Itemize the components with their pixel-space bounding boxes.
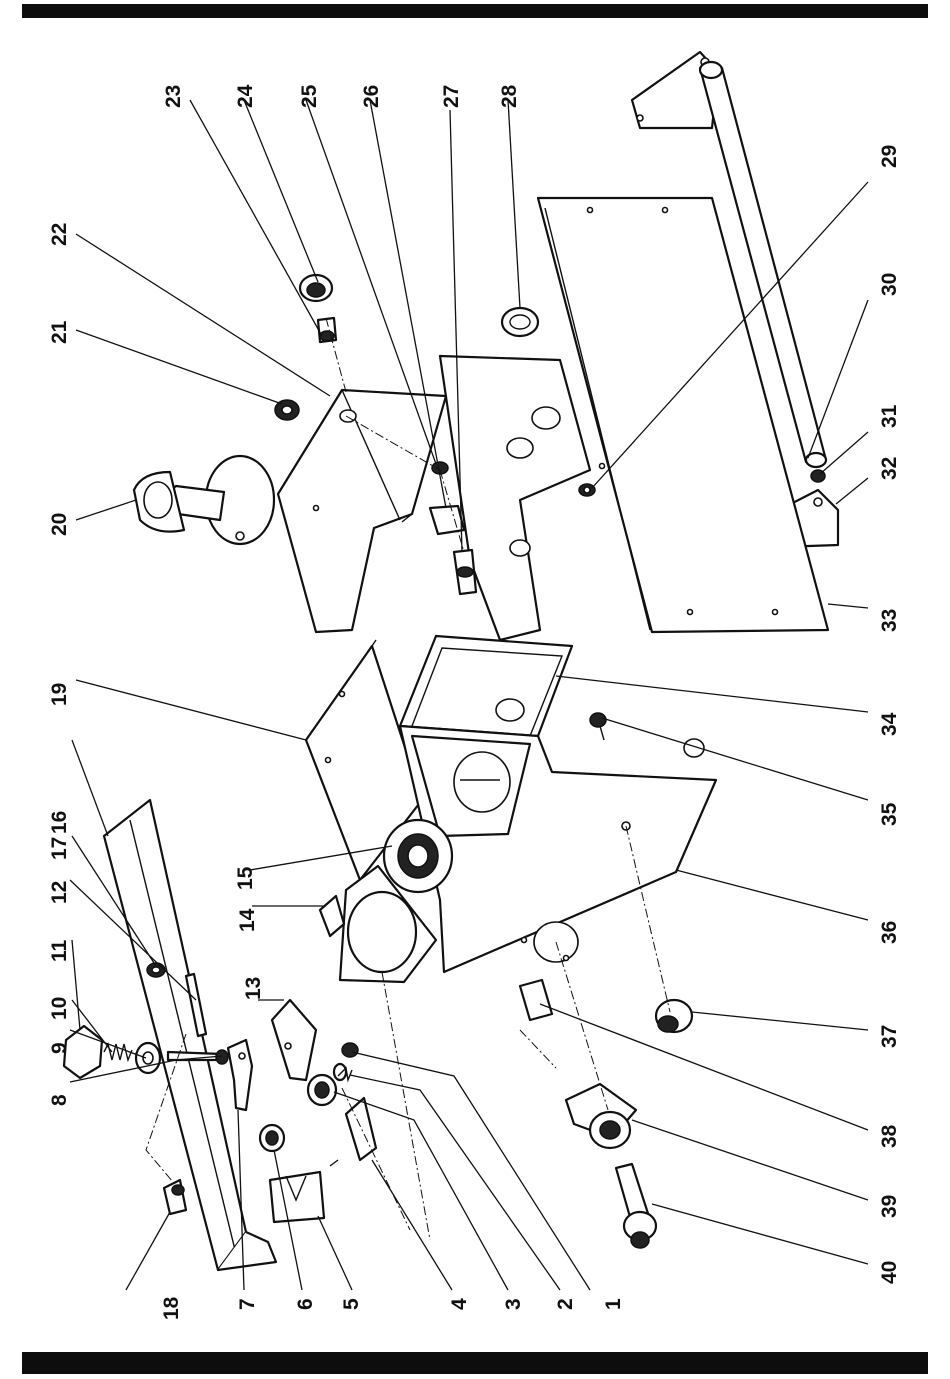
callout-29: 29	[878, 145, 901, 168]
callout-32: 32	[878, 457, 901, 480]
washer-1	[342, 1043, 358, 1057]
callout-16: 16	[48, 811, 71, 834]
callout-1: 1	[602, 1298, 625, 1310]
callout-34: 34	[878, 712, 901, 736]
callout-24: 24	[234, 84, 257, 108]
screw-35	[590, 713, 606, 740]
callout-12: 12	[48, 881, 71, 904]
callout-17: 17	[48, 837, 71, 860]
callout-15: 15	[234, 866, 257, 890]
lamp-housing-20	[134, 456, 274, 544]
callout-40: 40	[878, 1261, 901, 1284]
hinge-38	[520, 980, 552, 1020]
roller-6	[260, 1125, 284, 1151]
callout-22: 22	[48, 223, 71, 246]
clip-18	[164, 1180, 186, 1214]
bracket-5	[270, 1172, 324, 1222]
socket-39	[566, 1084, 636, 1148]
callout-10: 10	[48, 997, 71, 1020]
callout-8: 8	[48, 1094, 71, 1106]
rear-chassis-plate	[440, 356, 590, 640]
callout-13: 13	[242, 977, 265, 1000]
callout-28: 28	[498, 84, 521, 108]
callout-20: 20	[48, 513, 71, 536]
callout-37: 37	[878, 1025, 901, 1048]
callout-38: 38	[878, 1124, 901, 1148]
callout-7: 7	[236, 1298, 259, 1310]
fastener-29	[579, 484, 595, 496]
callout-9: 9	[48, 1042, 71, 1054]
callout-35: 35	[878, 802, 901, 826]
washer-9	[136, 1043, 160, 1073]
callout-3: 3	[502, 1298, 525, 1310]
cap-24	[300, 275, 332, 301]
callout-25: 25	[298, 84, 321, 108]
cover-box-22	[278, 390, 446, 632]
callout-4: 4	[448, 1298, 471, 1310]
callout-36: 36	[878, 921, 901, 944]
callout-23: 23	[162, 85, 185, 108]
lens-ring-15	[384, 820, 452, 892]
base-plate-33	[538, 198, 828, 632]
cap-37	[656, 1000, 692, 1032]
callout-27: 27	[440, 85, 463, 108]
callout-5: 5	[340, 1298, 363, 1310]
plug-40	[616, 1164, 656, 1248]
callout-2: 2	[554, 1298, 577, 1310]
grommet-28	[502, 308, 538, 336]
connector-27	[454, 550, 476, 594]
callout-30: 30	[878, 273, 901, 296]
callout-11: 11	[48, 939, 71, 962]
lever-7	[228, 1040, 252, 1110]
housing-frame-34	[400, 636, 572, 736]
callout-31: 31	[878, 404, 901, 428]
callout-14: 14	[236, 908, 259, 932]
callout-39: 39	[878, 1195, 901, 1218]
callout-19: 19	[48, 683, 71, 706]
switch-26	[430, 506, 464, 534]
callout-18: 18	[160, 1296, 183, 1320]
callout-33: 33	[878, 609, 901, 632]
nut-25	[432, 462, 448, 474]
standoff-4	[330, 1098, 376, 1166]
callout-26: 26	[360, 85, 383, 108]
catch-13	[272, 1000, 316, 1080]
callout-21: 21	[48, 320, 71, 344]
bearing-assembly-3	[308, 1064, 346, 1105]
callout-6: 6	[294, 1298, 317, 1310]
